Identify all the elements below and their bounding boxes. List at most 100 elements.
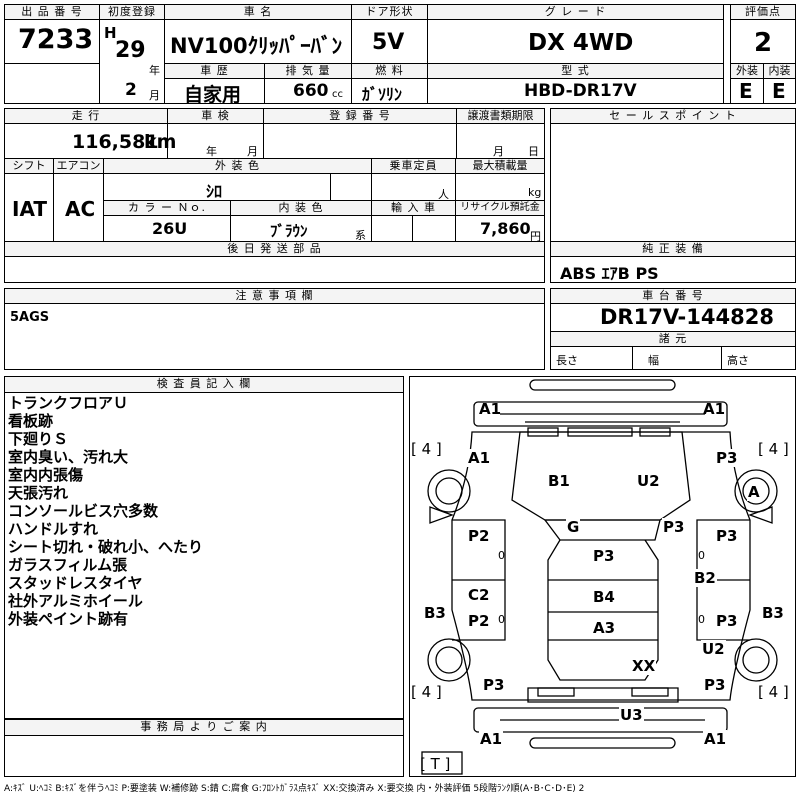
inspector-note: 社外アルミホイール bbox=[8, 592, 143, 610]
label-a1-fender-left: A1 bbox=[467, 449, 492, 467]
shift-header: シフト bbox=[4, 158, 54, 174]
chassis-number-header: 車 台 番 号 bbox=[550, 288, 796, 304]
spec-width-label: 幅 bbox=[648, 354, 659, 367]
label-b3-left: B3 bbox=[423, 604, 447, 622]
mileage-header: 走 行 bbox=[4, 108, 168, 124]
fuel-header: 燃 料 bbox=[351, 63, 428, 79]
label-u2-bonnet: U2 bbox=[636, 472, 661, 490]
score-value: 2 bbox=[754, 28, 773, 58]
door-type: 5V bbox=[372, 30, 405, 55]
genuine-equipment-value: ABS ｴｱB PS bbox=[560, 264, 659, 283]
label-c2-left: C2 bbox=[467, 586, 491, 604]
transfer-month-unit: 月 bbox=[493, 145, 504, 158]
displacement-header: 排 気 量 bbox=[264, 63, 352, 79]
transfer-deadline-header: 譲渡書類期限 bbox=[456, 108, 545, 124]
exterior-grade: E bbox=[739, 79, 753, 103]
label-a1-rear-right: A1 bbox=[703, 730, 728, 748]
spec-length-label: 長さ bbox=[556, 354, 578, 367]
inspector-note: ガラスフィルム張 bbox=[8, 556, 128, 574]
label-b3-right: B3 bbox=[761, 604, 785, 622]
max-load-header: 最大積載量 bbox=[455, 158, 545, 174]
inspector-note: スタッドレスタイヤ bbox=[8, 574, 143, 592]
lot-number-header: 出 品 番 号 bbox=[4, 4, 100, 20]
label-p3-front-door-right: P3 bbox=[715, 527, 739, 545]
caution-cell bbox=[4, 303, 545, 370]
interior-color-header: 内 装 色 bbox=[230, 200, 372, 216]
sales-point-cell bbox=[550, 123, 796, 242]
label-p3-roof: P3 bbox=[592, 547, 616, 565]
label-a3-roof: A3 bbox=[592, 619, 617, 637]
chassis-number-value: DR17V-144828 bbox=[600, 305, 774, 329]
label-p3-fender-right: P3 bbox=[715, 449, 739, 467]
model-header: 型 式 bbox=[427, 63, 724, 79]
aircon-value: AC bbox=[65, 197, 96, 221]
spec-height-cell bbox=[721, 346, 796, 370]
exterior-color-value: ｼﾛ bbox=[206, 182, 223, 201]
capacity-unit: 人 bbox=[438, 188, 449, 201]
inspector-note: 看板跡 bbox=[8, 412, 54, 430]
label-p3-rear-door-right: P3 bbox=[715, 612, 739, 630]
spec-height-label: 高さ bbox=[727, 354, 749, 367]
load-unit: kg bbox=[528, 186, 542, 199]
sales-point-header: セ ー ル ス ポ イ ン ト bbox=[550, 108, 796, 124]
legend-text: A:ｷｽﾞ U:ﾍｺﾐ B:ｷｽﾞを伴うﾍｺﾐ P:要塗装 W:補修跡 S:錆 … bbox=[4, 784, 585, 794]
inspector-header: 検 査 員 記 入 欄 bbox=[4, 376, 404, 393]
fuel-value: ｶﾞｿﾘﾝ bbox=[362, 85, 403, 104]
door-header: ドア形状 bbox=[351, 4, 428, 20]
history-value: 自家用 bbox=[184, 84, 242, 106]
displacement-value: 660 bbox=[293, 81, 329, 101]
inspector-note: 外装ペイント跡有 bbox=[8, 610, 129, 628]
inspector-note: 天張汚れ bbox=[8, 484, 69, 502]
caution-text: 5AGS bbox=[10, 310, 50, 325]
label-g-windshield: G bbox=[566, 518, 581, 536]
label-tire-rl: [ 4 ] bbox=[411, 683, 442, 701]
month-unit: 月 bbox=[149, 89, 160, 102]
spec-width-cell bbox=[632, 346, 722, 370]
label-mark-0-left1: 0 bbox=[498, 549, 505, 562]
inspector-note: コンソールビス穴多数 bbox=[8, 502, 159, 520]
shift-value: IAT bbox=[12, 197, 48, 221]
yen-unit: 円 bbox=[530, 230, 541, 243]
lot-number: 7233 bbox=[18, 24, 94, 55]
label-p3-quarter-left: P3 bbox=[482, 676, 506, 694]
inspector-note: 室内内張傷 bbox=[8, 466, 84, 484]
label-b4-roof: B4 bbox=[592, 588, 616, 606]
registration-number-header: 登 録 番 号 bbox=[263, 108, 457, 124]
first-reg-year: 29 bbox=[115, 38, 146, 63]
interior-cell bbox=[763, 78, 796, 104]
label-t-box: [ T ] bbox=[420, 755, 451, 773]
history-header: 車 歴 bbox=[164, 63, 265, 79]
capacity-header: 乗車定員 bbox=[371, 158, 456, 174]
inspection-header: 車 検 bbox=[167, 108, 264, 124]
label-mark-0-right1: 0 bbox=[698, 549, 705, 562]
label-mark-0-left2: 0 bbox=[498, 613, 505, 626]
label-tire-rr: [ 4 ] bbox=[758, 683, 789, 701]
cc-unit: cc bbox=[332, 89, 343, 100]
score-header: 評価点 bbox=[730, 4, 796, 20]
caution-header: 注 意 事 項 欄 bbox=[4, 288, 545, 304]
color-number-value: 26U bbox=[152, 219, 188, 238]
era-letter: H bbox=[104, 24, 117, 42]
label-u2-rear-right: U2 bbox=[701, 640, 726, 658]
label-a1-rear-left: A1 bbox=[479, 730, 504, 748]
later-parts-cell bbox=[4, 256, 545, 283]
exterior-color-side-cell bbox=[330, 173, 372, 201]
import-header: 輸 入 車 bbox=[371, 200, 456, 216]
interior-header: 内装 bbox=[763, 63, 796, 79]
first-registration-header: 初度登録 bbox=[99, 4, 165, 20]
inspection-year-unit: 年 bbox=[206, 145, 217, 158]
label-p2-rear-door-left: P2 bbox=[467, 612, 491, 630]
inspector-note: 室内臭い、汚れ大 bbox=[8, 448, 129, 466]
label-wheel-fr: A bbox=[747, 483, 761, 501]
model-cell bbox=[427, 78, 724, 104]
registration-number-cell bbox=[263, 123, 457, 159]
label-a1-front-left: A1 bbox=[479, 400, 502, 418]
label-p3-quarter-right: P3 bbox=[703, 676, 727, 694]
label-mark-0-right2: 0 bbox=[698, 613, 705, 626]
transfer-day-unit: 日 bbox=[528, 145, 539, 158]
office-cell bbox=[4, 735, 404, 777]
inspector-notes-list: トランクフロアＵ 看板跡 下廻りＳ 室内臭い、汚れ大 室内内張傷 天張汚れ コン… bbox=[8, 394, 203, 628]
label-a1-front-right: A1 bbox=[703, 400, 726, 418]
label-tire-fr: [ 4 ] bbox=[758, 440, 789, 458]
interior-color-suffix: 系 bbox=[355, 229, 366, 242]
